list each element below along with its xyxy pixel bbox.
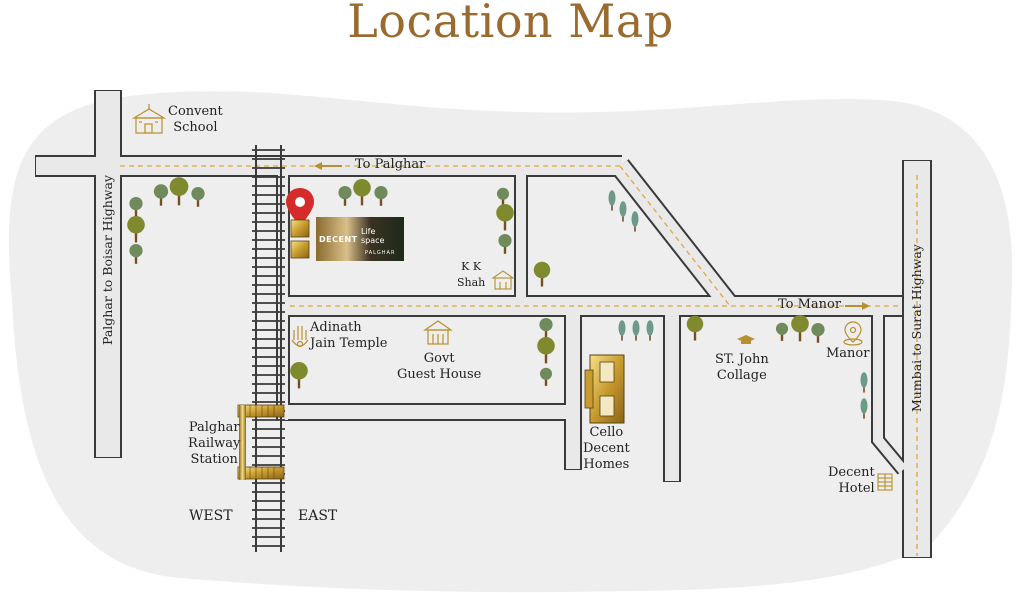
- road-dashes: [120, 165, 918, 556]
- label-west: WEST: [189, 508, 233, 524]
- cypress-tree-icon: [646, 320, 654, 341]
- tree-icon: [537, 337, 555, 364]
- cello-decent-homes-building: [584, 354, 625, 424]
- tree-icon: [338, 186, 352, 206]
- trees: [127, 177, 868, 419]
- tree-icon: [791, 315, 809, 342]
- tree-icon: [496, 187, 510, 206]
- arrow-right-icon: [845, 302, 870, 310]
- cypress-tree-icon: [618, 320, 626, 341]
- tree-icon: [153, 184, 169, 206]
- decent-hotel-icon: [877, 473, 893, 491]
- logo-name: Life space: [361, 227, 385, 245]
- jain-temple-icon: [291, 326, 309, 348]
- label-govt-guest-house: Govt Guest House: [397, 351, 482, 382]
- tree-icon: [129, 244, 143, 264]
- project-logo: DECENT Life space PALGHAR: [316, 217, 404, 261]
- cypress-tree-icon: [619, 201, 627, 222]
- label-palghar-railway-station: Palghar Railway Station: [188, 420, 241, 467]
- tree-icon: [498, 234, 512, 254]
- label-east: EAST: [298, 508, 338, 524]
- tree-icon: [496, 204, 514, 231]
- tree-icon: [686, 315, 704, 341]
- convent-school-icon: [131, 104, 167, 134]
- railway-station-icon: [237, 404, 285, 480]
- tree-icon: [169, 177, 189, 206]
- map-title: Location Map: [347, 0, 674, 48]
- manor-map-pin-icon: [843, 321, 863, 346]
- label-st-john-collage: ST. John Collage: [715, 352, 769, 383]
- cypress-tree-icon: [632, 320, 640, 341]
- cypress-tree-icon: [631, 211, 639, 232]
- tree-icon: [539, 318, 553, 338]
- tree-icon: [811, 323, 825, 343]
- tree-icon: [129, 197, 143, 217]
- tree-icon: [533, 261, 551, 287]
- tree-icon: [775, 322, 789, 341]
- label-adinath-jain-temple: Adinath Jain Temple: [310, 320, 388, 351]
- cypress-tree-icon: [860, 372, 868, 393]
- label-convent-school: Convent School: [168, 104, 223, 135]
- cypress-tree-icon: [608, 190, 616, 211]
- project-plot-icon: [290, 219, 310, 259]
- tree-icon: [539, 367, 553, 386]
- label-kk-shah: K K Shah: [457, 260, 486, 289]
- railway-track: [252, 145, 285, 552]
- cypress-tree-icon: [860, 398, 868, 419]
- road-label-to-palghar: To Palghar: [355, 157, 426, 172]
- logo-city: PALGHAR: [365, 250, 396, 256]
- kk-shah-building-icon: [491, 270, 515, 290]
- tree-icon: [374, 186, 388, 206]
- location-pin-icon: [286, 188, 314, 226]
- graduation-cap-icon: [737, 335, 755, 344]
- road-label-to-manor: To Manor: [778, 297, 842, 312]
- road-label-boisar-highway: Palghar to Boisar Highway: [100, 175, 115, 345]
- arrow-left-icon: [314, 162, 342, 170]
- label-decent-hotel: Decent Hotel: [828, 465, 875, 496]
- tree-icon: [127, 216, 145, 243]
- govt-guest-house-icon: [423, 320, 453, 345]
- road-label-surat-highway: Mumbai to Surat Highway: [909, 244, 924, 412]
- tree-icon: [353, 179, 371, 206]
- label-manor: Manor: [826, 346, 870, 361]
- tree-icon: [191, 187, 205, 207]
- label-cello-decent-homes: Cello Decent Homes: [583, 425, 630, 472]
- logo-brand: DECENT: [319, 235, 358, 244]
- tree-icon: [290, 362, 308, 389]
